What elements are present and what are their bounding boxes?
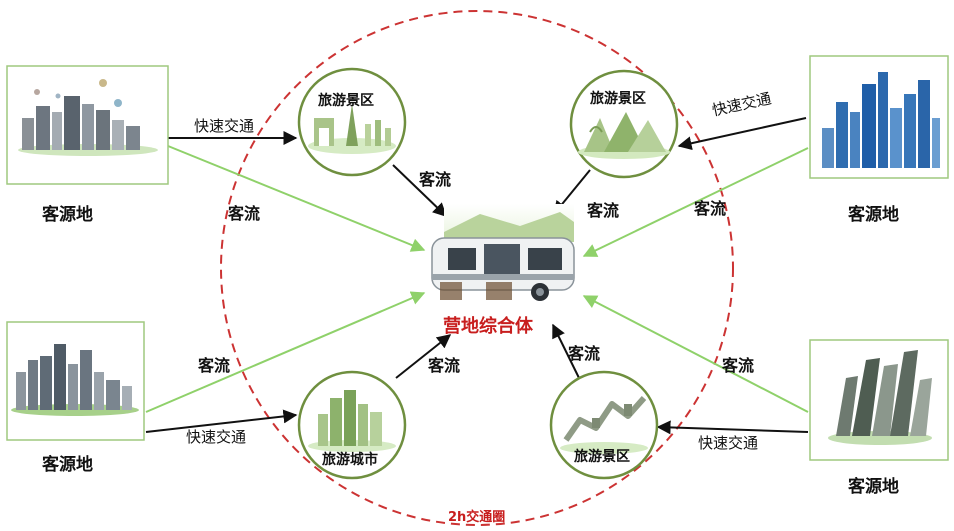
transport-label-bl: 快速交通 — [186, 428, 247, 446]
origin-card-br — [809, 339, 949, 461]
flow-label-tr-green: 客流 — [694, 199, 727, 218]
node-label-bl: 旅游城市 — [322, 452, 378, 468]
flow-label-bl-green: 客流 — [198, 356, 231, 375]
flow-label-br-green: 客流 — [722, 356, 755, 375]
origin-card-bl — [6, 321, 145, 441]
origin-label-tl: 客源地 — [42, 205, 93, 225]
mountain-scenery-icon — [578, 112, 670, 159]
origin-card-tr — [809, 55, 949, 179]
node-label-br: 旅游景区 — [574, 449, 630, 465]
camper-trailer-icon — [431, 204, 575, 301]
node-scenic-area-tl — [297, 67, 407, 177]
node-tourist-city-bl — [297, 370, 407, 480]
green-flow-arrow-tr — [582, 147, 809, 257]
city-skyline-balloons-icon — [18, 79, 158, 156]
flow-label-tl-green: 客流 — [228, 204, 261, 223]
green-flow-arrow-tl — [167, 145, 426, 252]
node-label-tr: 旅游景区 — [590, 91, 646, 107]
blue-skyscrapers-icon — [822, 72, 940, 168]
node-scenic-area-tr — [569, 69, 679, 179]
green-flow-arrow-bl — [145, 291, 426, 413]
landmarks-icon — [308, 104, 396, 154]
green-flow-arrow-br — [582, 295, 809, 413]
flow-label-bl-node: 客流 — [428, 356, 461, 375]
flow-label-tl-node: 客流 — [419, 170, 452, 189]
transport-label-br: 快速交通 — [698, 434, 759, 452]
transport-arrow-bl — [145, 409, 298, 433]
great-wall-icon — [560, 396, 648, 454]
origin-label-br: 客源地 — [848, 477, 899, 497]
node-flow-arrow-tl — [392, 164, 448, 217]
origin-label-bl: 客源地 — [42, 455, 93, 475]
flow-label-br-node: 客流 — [568, 344, 601, 363]
flow-label-tr-node: 客流 — [587, 201, 620, 220]
transport-ring — [220, 10, 734, 526]
transport-arrow-tr — [677, 117, 807, 151]
city-skyline-icon — [11, 344, 139, 416]
node-flow-arrow-bl — [395, 334, 452, 379]
node-flow-arrow-br — [552, 323, 581, 381]
node-scenic-area-br — [549, 370, 659, 480]
twisted-towers-icon — [828, 350, 932, 445]
origin-label-tr: 客源地 — [848, 205, 899, 225]
center-label: 营地综合体 — [443, 316, 533, 337]
node-label-tl: 旅游景区 — [318, 93, 374, 109]
transport-arrow-br — [656, 420, 809, 435]
green-city-icon — [308, 390, 396, 452]
ring-label: 2h交通圈 — [448, 510, 506, 525]
transport-label-tl: 快速交通 — [194, 117, 255, 135]
origin-card-tl — [6, 65, 169, 185]
